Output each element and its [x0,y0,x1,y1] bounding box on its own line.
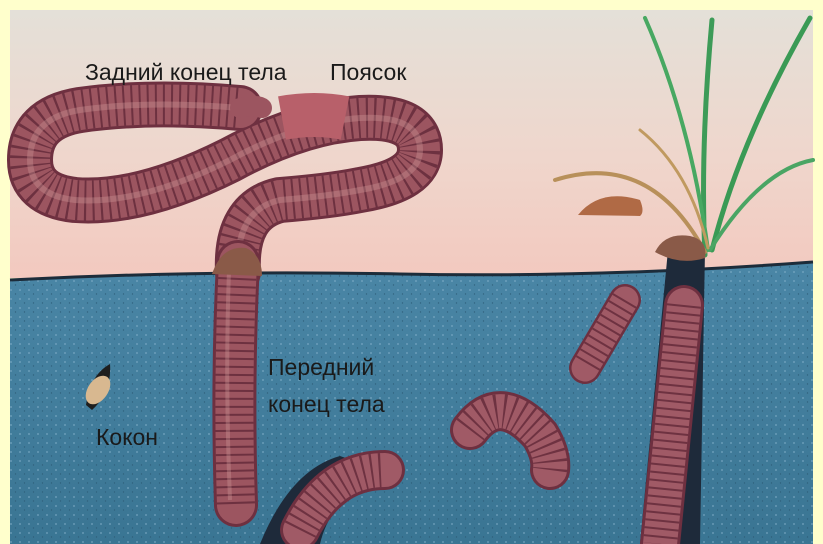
label-cocoon: Кокон [96,424,158,450]
label-front-end-line2: конец тела [268,391,385,417]
label-clitellum: Поясок [330,59,407,85]
clitellum-band [282,115,345,118]
label-tail-end: Задний конец тела [85,59,287,85]
worm-in-burrow [660,305,684,544]
label-front-end-line1: Передний [268,354,374,380]
